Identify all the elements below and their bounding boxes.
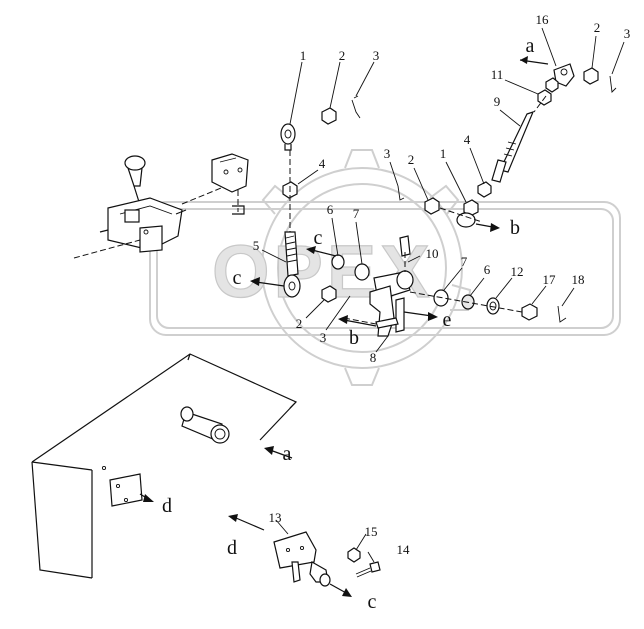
- arrow-letter-c-bottom: c: [368, 591, 377, 613]
- callout-1-top: 1: [300, 48, 307, 63]
- arrow-letter-d-box: d: [162, 495, 172, 517]
- callout-4-tr: 4: [464, 132, 471, 147]
- callout-17: 17: [543, 272, 557, 287]
- direction-letters: a b c c e b a d d c: [162, 35, 535, 613]
- arrow-letter-c-mid: c: [314, 227, 323, 249]
- top-right-rod-9: [491, 63, 617, 183]
- callout-6-center: 6: [327, 202, 334, 217]
- tank-box: [31, 353, 298, 579]
- callout-3-mid: 3: [384, 146, 391, 161]
- direction-arrows: [250, 56, 549, 327]
- callout-16: 16: [536, 12, 550, 27]
- callout-10: 10: [426, 246, 439, 261]
- callout-9: 9: [494, 94, 501, 109]
- callout-7-right: 7: [461, 254, 468, 269]
- callout-11: 11: [491, 67, 504, 82]
- center-lever-8: [331, 235, 414, 337]
- callout-2-top: 2: [339, 48, 346, 63]
- callout-7-center: 7: [353, 206, 360, 221]
- callout-14: 14: [397, 542, 411, 557]
- callout-8: 8: [370, 350, 377, 365]
- callout-4-left: 4: [319, 156, 326, 171]
- bracket-upper: [211, 153, 249, 215]
- arrow-letter-a-box: a: [283, 443, 292, 465]
- callout-5: 5: [253, 238, 260, 253]
- callout-2-bottom: 2: [296, 316, 303, 331]
- callout-3-bottom: 3: [320, 330, 327, 345]
- rod-5: [283, 231, 337, 303]
- right-hardware: [409, 289, 567, 323]
- callout-12: 12: [511, 264, 524, 279]
- callout-6-right: 6: [484, 262, 491, 277]
- callout-labels: 1 2 3 16 2 3 11 9 4 3 2 1 4 6 7 5 10 7 6…: [253, 12, 631, 557]
- rod-end-top: [280, 95, 361, 232]
- leader-lines: [261, 27, 625, 563]
- arrow-letter-b-right: b: [510, 217, 520, 239]
- mid-right-linkage: [397, 181, 492, 228]
- watermark-text: OPEX: [212, 230, 434, 313]
- callout-3-tr: 3: [624, 26, 631, 41]
- arrow-letter-b-bottom: b: [349, 327, 359, 349]
- callout-2-tr: 2: [594, 20, 601, 35]
- callout-2-mid: 2: [408, 152, 415, 167]
- arrow-letter-e: e: [443, 309, 452, 331]
- callout-3-top: 3: [373, 48, 380, 63]
- callout-13: 13: [269, 510, 282, 525]
- arrow-letter-d-bracket: d: [227, 537, 237, 559]
- callout-18: 18: [572, 272, 585, 287]
- arrow-letter-c-left: c: [233, 267, 242, 289]
- callout-15: 15: [365, 524, 378, 539]
- control-lever-assembly: [73, 155, 227, 259]
- bracket-13: [228, 514, 381, 597]
- callout-1-mid: 1: [440, 146, 447, 161]
- arrow-letter-a-top: a: [526, 35, 535, 57]
